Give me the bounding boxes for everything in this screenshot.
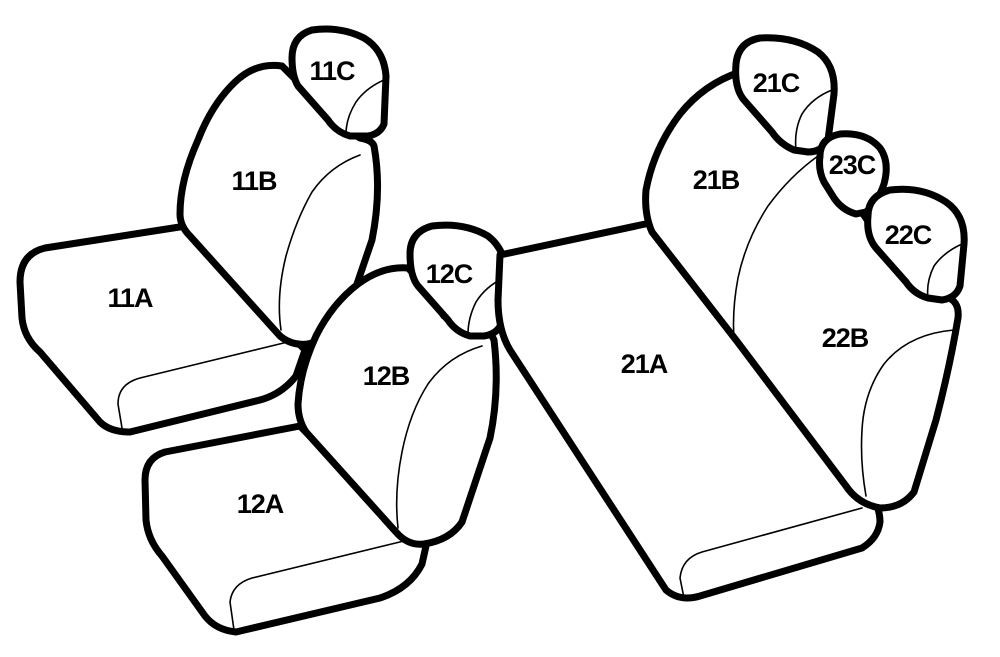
front-left-seat: 11A 11B 11C xyxy=(16,25,390,436)
part-label-21B: 21B xyxy=(693,165,740,195)
part-22B[interactable]: 22B xyxy=(822,323,870,353)
part-12A[interactable]: 12A xyxy=(141,422,430,636)
part-11C[interactable]: 11C xyxy=(288,25,390,140)
backrest-21B-22B: 21B 22B xyxy=(642,68,962,512)
part-label-11B: 11B xyxy=(231,166,277,196)
part-23C[interactable]: 23C xyxy=(816,130,890,218)
part-label-23C: 23C xyxy=(829,150,876,180)
part-label-21A: 21A xyxy=(621,349,668,379)
rear-bench-seat: 21A 21B 22B 21C 23C 22 xyxy=(494,34,968,602)
part-label-22C: 22C xyxy=(885,220,932,250)
part-label-11A: 11A xyxy=(107,283,153,313)
part-21B[interactable]: 21B xyxy=(693,165,741,195)
part-label-12A: 12A xyxy=(237,489,284,519)
part-label-11C: 11C xyxy=(309,56,355,86)
part-label-22B: 22B xyxy=(822,323,869,353)
part-label-12B: 12B xyxy=(363,361,410,391)
part-22C[interactable]: 22C xyxy=(864,185,968,304)
part-11B[interactable]: 11B xyxy=(176,61,382,348)
part-12B[interactable]: 12B xyxy=(294,264,500,548)
part-label-21C: 21C xyxy=(753,68,800,98)
part-label-12C: 12C xyxy=(426,259,473,289)
front-right-seat: 12A 12B 12C xyxy=(141,221,510,636)
